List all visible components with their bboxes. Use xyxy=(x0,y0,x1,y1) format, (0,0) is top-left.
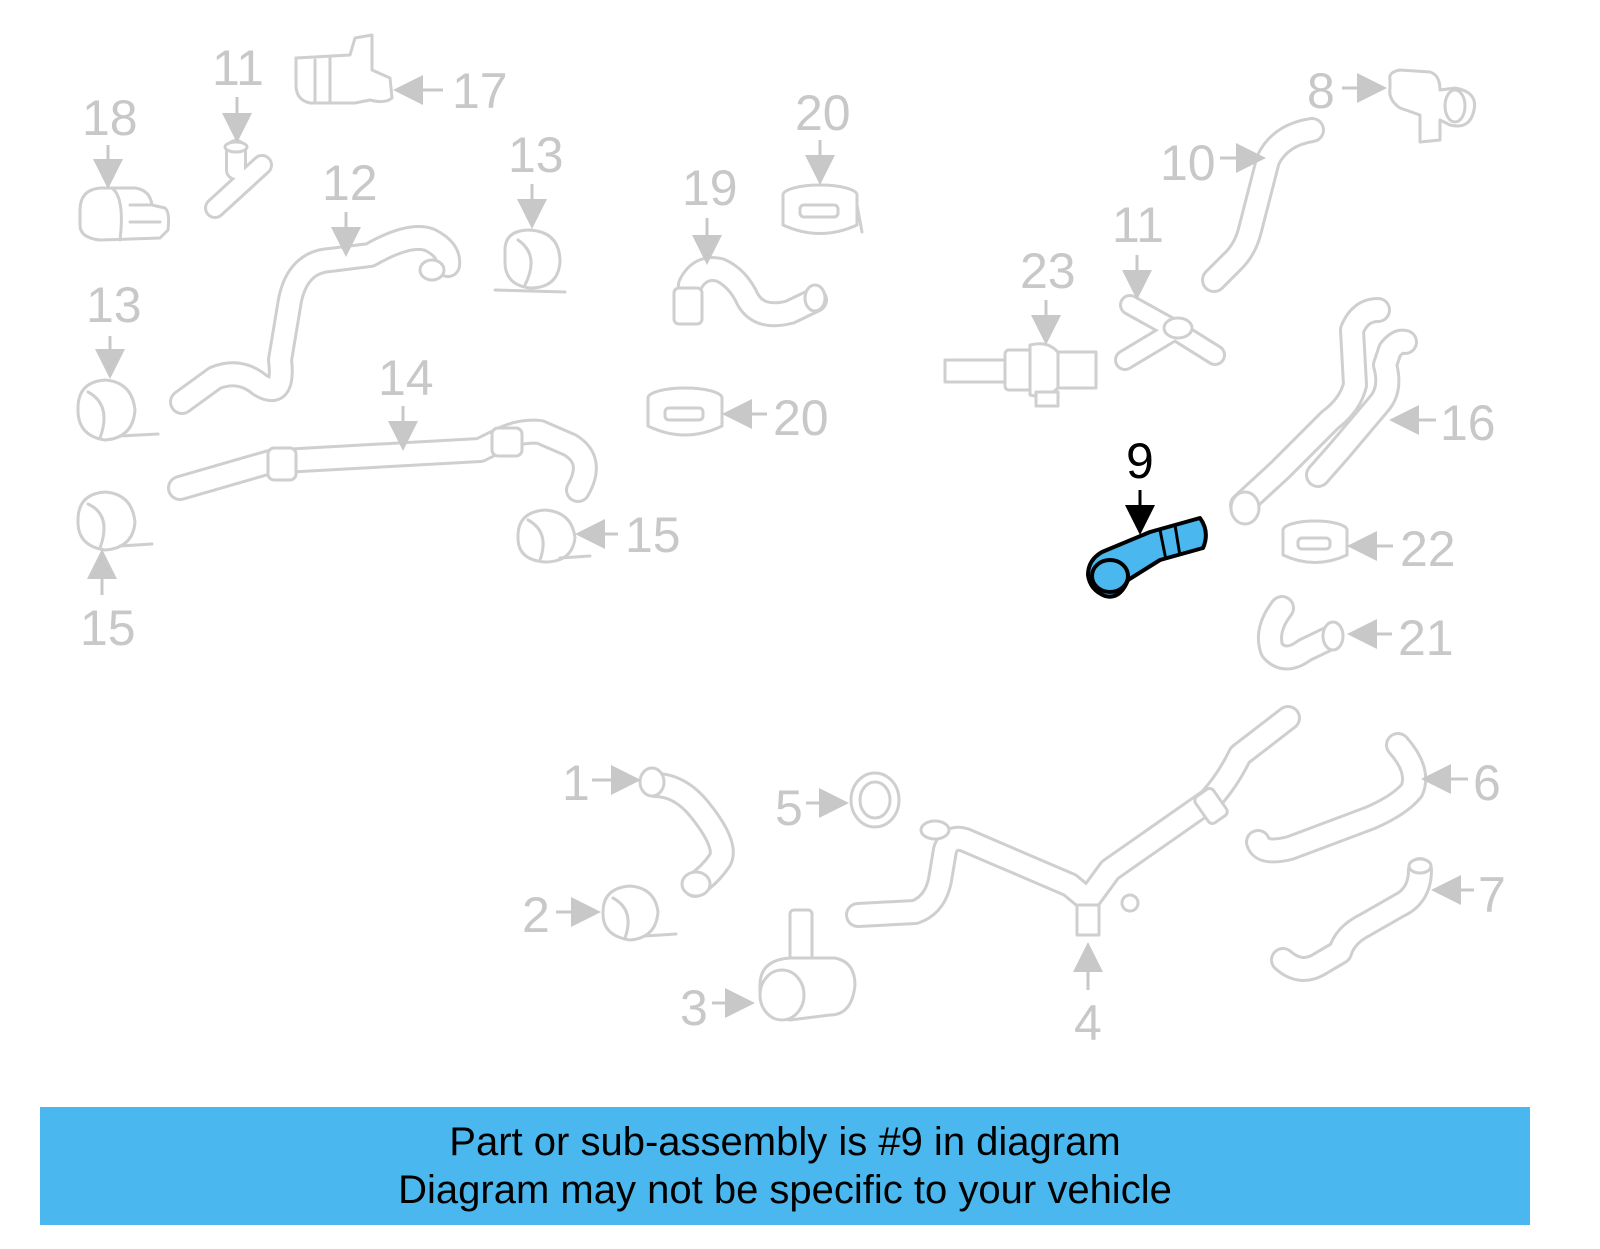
part-19-hose xyxy=(672,256,828,328)
part-10-hose xyxy=(1201,117,1325,293)
callout-14: 14 xyxy=(378,350,434,406)
callout-11-left: 11 xyxy=(212,40,264,96)
callout-10: 10 xyxy=(1160,135,1216,191)
callout-16: 16 xyxy=(1440,395,1496,451)
callout-20-top: 20 xyxy=(795,85,851,141)
callout-15-center: 15 xyxy=(625,507,681,563)
part-17 xyxy=(294,33,394,105)
callout-11-right: 11 xyxy=(1112,197,1164,253)
part-20-clamp-top xyxy=(781,183,864,235)
callout-19: 19 xyxy=(682,160,738,216)
callout-23: 23 xyxy=(1020,243,1076,299)
callout-13-top: 13 xyxy=(508,127,564,183)
callout-4: 4 xyxy=(1074,995,1102,1051)
callout-20-mid: 20 xyxy=(773,390,829,446)
part-4-pipe xyxy=(845,705,1301,937)
callout-17: 17 xyxy=(452,63,508,119)
callout-9: 9 xyxy=(1126,433,1154,489)
callout-3: 3 xyxy=(680,980,708,1036)
part-13-clamp-left xyxy=(76,378,160,442)
part-21-hose xyxy=(1257,595,1345,671)
callout-22: 22 xyxy=(1400,521,1456,577)
banner-line-2: Diagram may not be specific to your vehi… xyxy=(398,1168,1172,1212)
part-16-hose xyxy=(1229,297,1418,526)
part-23 xyxy=(943,342,1098,408)
part-20-clamp-mid xyxy=(646,386,724,437)
callout-12: 12 xyxy=(322,155,378,211)
callout-13-left: 13 xyxy=(86,277,142,333)
part-13-clamp-top xyxy=(493,228,567,294)
part-12-hose xyxy=(169,224,462,415)
part-15-clamp-center xyxy=(516,508,592,564)
callout-2: 2 xyxy=(522,887,550,943)
callout-6: 6 xyxy=(1473,755,1501,811)
part-22-clamp xyxy=(1281,519,1349,564)
part-15-clamp-left xyxy=(76,490,154,552)
part-8 xyxy=(1388,68,1477,144)
part-1-hose xyxy=(638,766,735,898)
banner-line-1: Part or sub-assembly is #9 in diagram xyxy=(449,1120,1121,1164)
callout-18: 18 xyxy=(82,90,138,146)
part-5-oring xyxy=(849,771,901,829)
part-14-hose xyxy=(167,418,598,503)
callout-1: 1 xyxy=(562,755,590,811)
part-11-tee-left xyxy=(204,139,273,219)
info-banner: Part or sub-assembly is #9 in diagram Di… xyxy=(40,1107,1530,1225)
callout-5: 5 xyxy=(775,780,803,836)
part-18 xyxy=(78,186,171,242)
part-9-highlighted-hose xyxy=(1086,516,1208,599)
part-2-clamp xyxy=(601,884,678,942)
part-11-tee-right xyxy=(1114,294,1226,371)
callout-7: 7 xyxy=(1478,867,1506,923)
parts-diagram: 18 11 17 12 13 13 14 xyxy=(76,33,1506,1051)
callout-15-left: 15 xyxy=(80,600,136,656)
part-6-hose xyxy=(1245,732,1428,864)
part-7-hose xyxy=(1270,857,1433,982)
part-3-fitting xyxy=(758,908,857,1022)
callout-8: 8 xyxy=(1307,63,1335,119)
callout-21: 21 xyxy=(1398,610,1454,666)
